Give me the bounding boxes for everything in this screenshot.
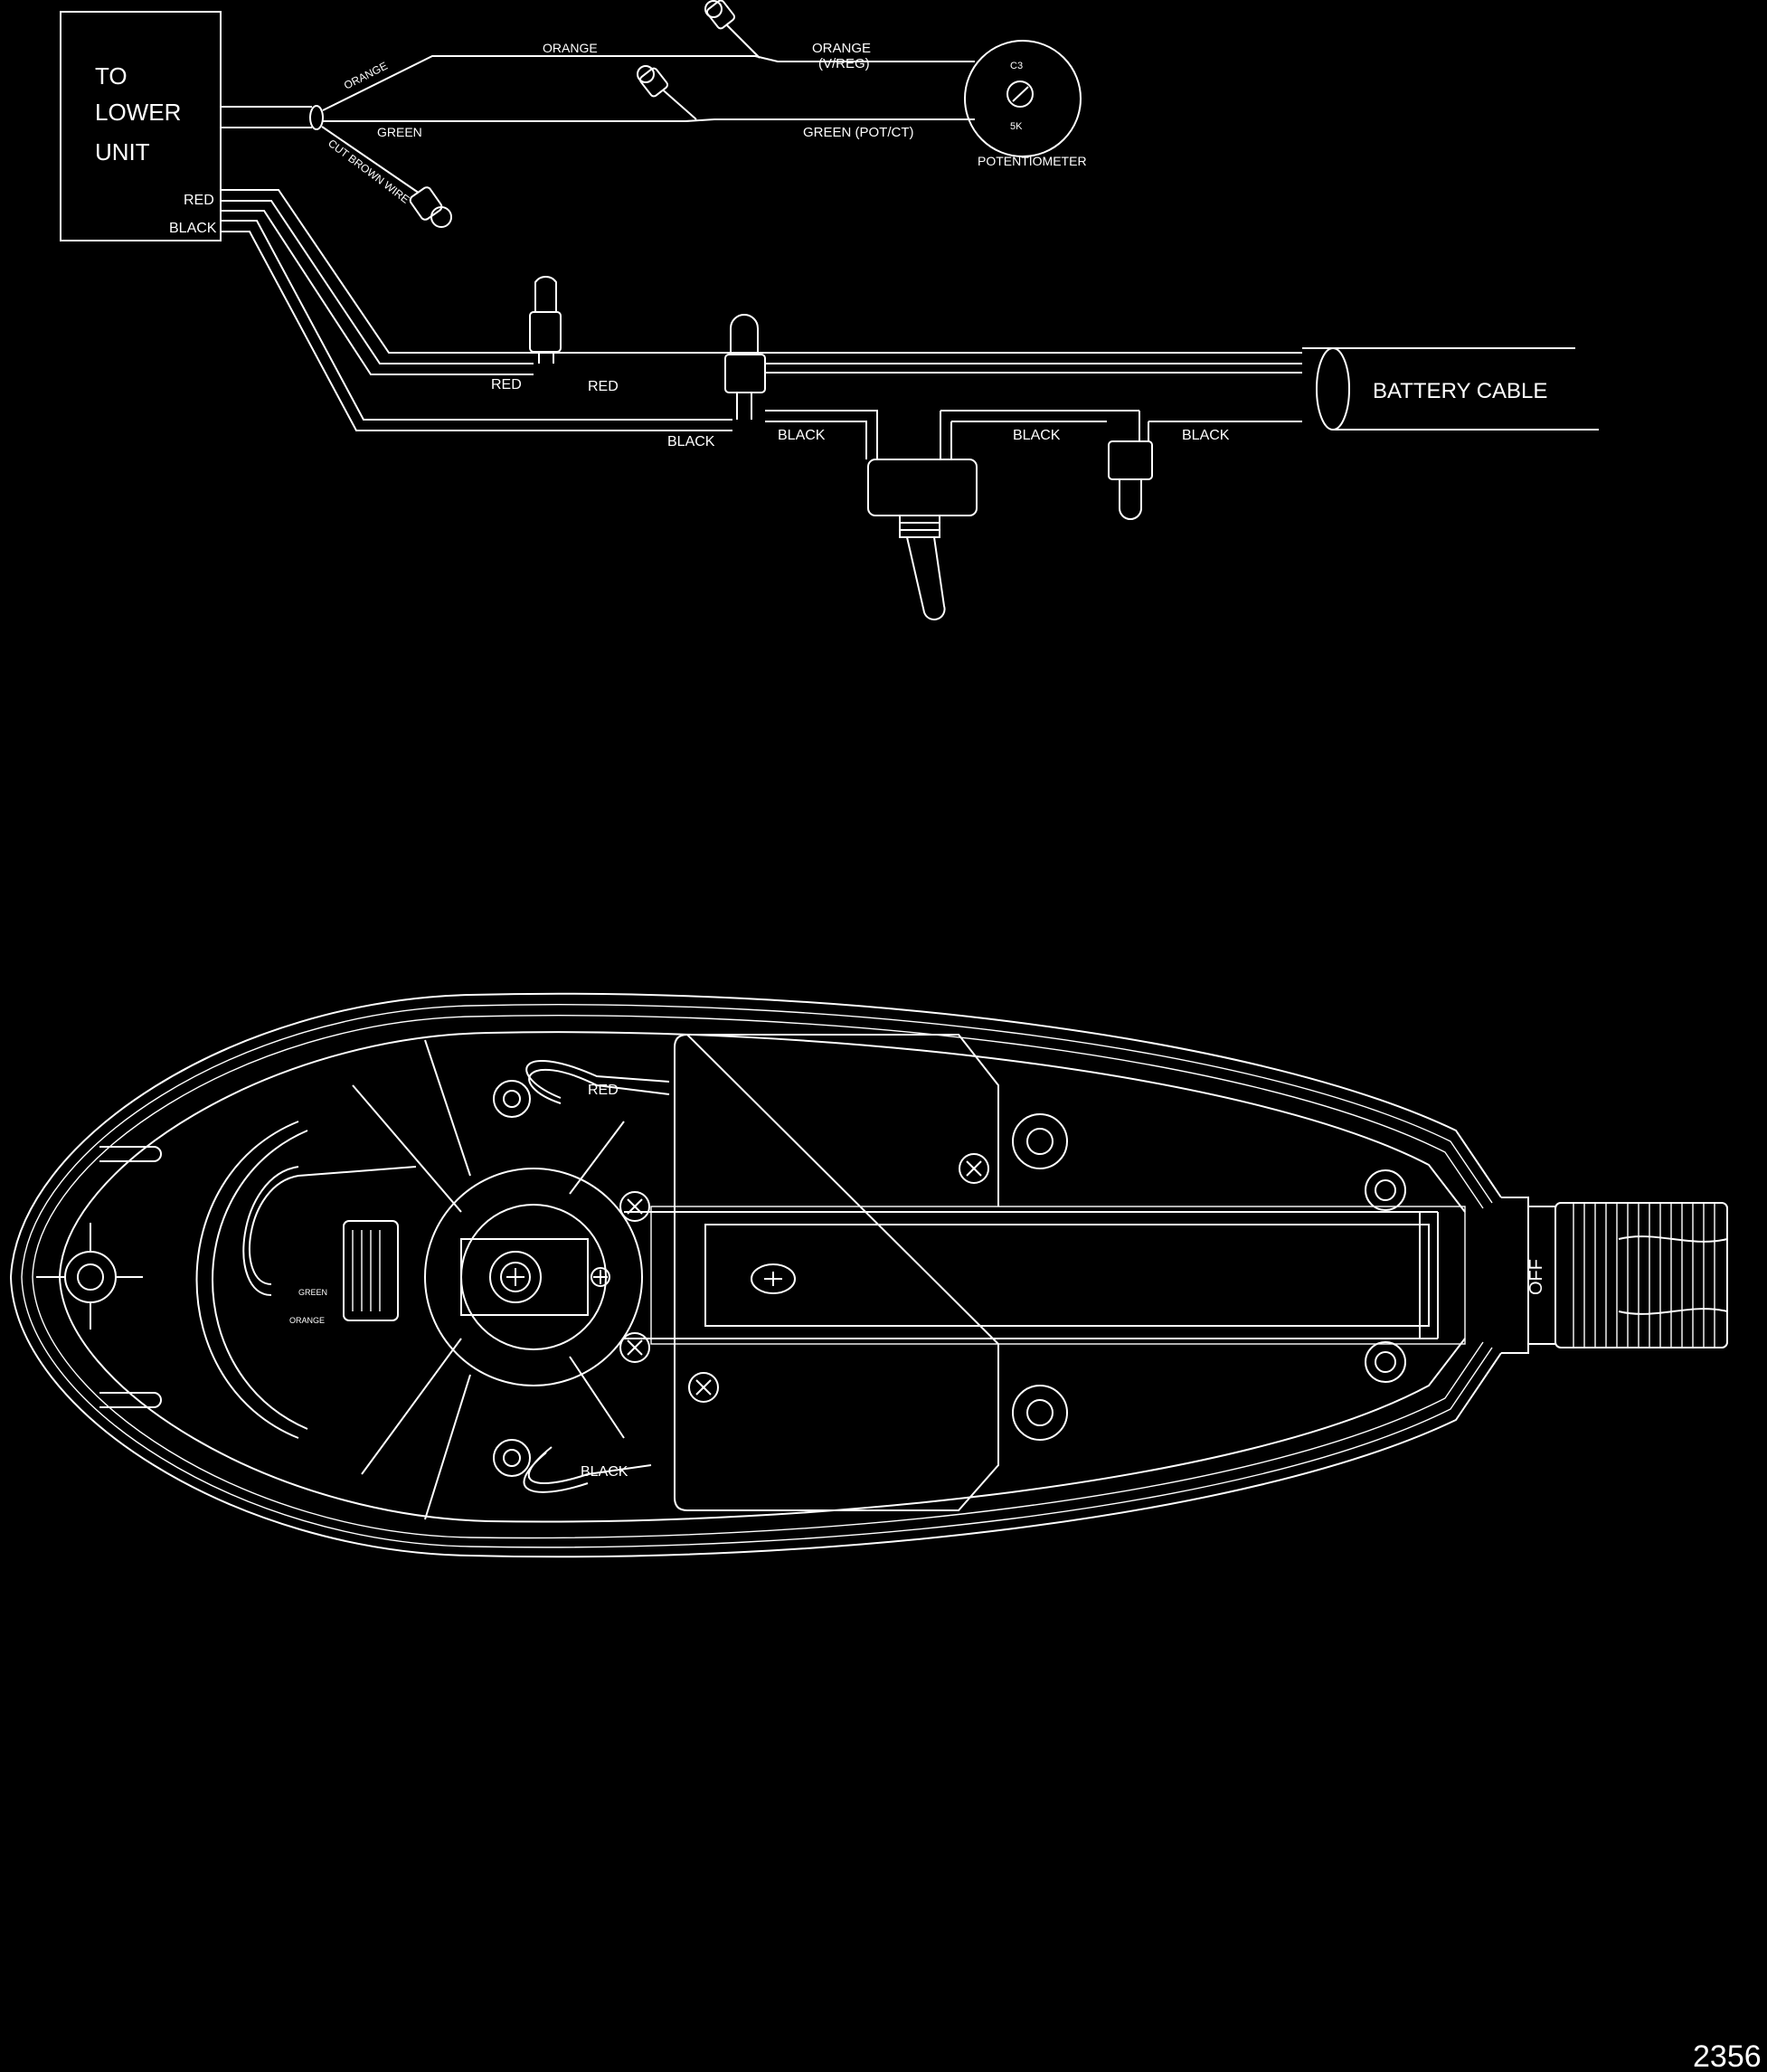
potentiometer: C3 5K: [964, 40, 1082, 157]
head-shell-2: [21, 1004, 1493, 1548]
black-wire-bundle: [221, 220, 732, 431]
slot-bottom: [99, 1392, 162, 1408]
figure-number: 2356: [1693, 2039, 1762, 2072]
head-orange-label: ORANGE: [289, 1316, 325, 1325]
green-potct-label: GREEN (POT/CT): [803, 125, 914, 140]
head-black-label: BLACK: [581, 1464, 628, 1480]
black-4-label: BLACK: [1182, 428, 1230, 443]
tail-grip-inner: [1618, 1235, 1728, 1315]
phillips-screw-1: [959, 1153, 989, 1184]
inner-arc: [195, 1121, 308, 1439]
orange-top-label: ORANGE: [543, 41, 598, 55]
cut-brown-connector: [409, 186, 452, 228]
lower-unit-red-label: RED: [184, 193, 214, 208]
potentiometer-5k: 5K: [1010, 121, 1023, 132]
battery-cable: [1302, 347, 1599, 430]
wire-loop-black: [523, 1446, 652, 1493]
screw-bottom-2: [1012, 1385, 1068, 1441]
trunk-lines: [765, 363, 1302, 459]
screw-top-2: [1012, 1113, 1068, 1169]
black-ground-connector: [1108, 411, 1302, 520]
black-3-label: BLACK: [1013, 428, 1061, 443]
black-junction-connector: [724, 314, 766, 420]
shaft-housing-inner: [650, 1206, 1466, 1345]
orange-connector: [704, 0, 761, 59]
phillips-screw-5: [591, 1267, 610, 1287]
green-wire: [323, 118, 975, 122]
wiring-schematic: TO LOWER UNIT RED BLACK ORANGE ORANGE OR…: [60, 0, 1599, 621]
red-connector: [529, 276, 562, 364]
cable-split-ring: [309, 105, 324, 130]
green-connector: [637, 65, 697, 120]
screw-top-3: [1365, 1169, 1406, 1211]
green-wire-label: GREEN: [377, 125, 422, 139]
red-left-label: RED: [491, 377, 522, 393]
off-label: OFF: [1526, 1259, 1546, 1295]
orange-vreg-label-1: ORANGE: [812, 41, 871, 56]
motor-inner: [460, 1204, 607, 1350]
potentiometer-c3: C3: [1010, 61, 1023, 71]
phillips-screw-4: [619, 1332, 650, 1363]
shaft-center-screw: [751, 1263, 796, 1294]
head-green-label: GREEN: [298, 1288, 327, 1297]
wire-loop-red: [525, 1060, 670, 1104]
green-orange-wires: [242, 1166, 417, 1296]
motor-outer: [424, 1168, 643, 1386]
screw-bottom-3: [1365, 1341, 1406, 1383]
screw-top-1: [493, 1080, 531, 1118]
red-wire-bundle: [221, 189, 1302, 375]
tail-grip-ridges: [1573, 1203, 1715, 1348]
head-outer-shell: [9, 992, 1502, 1558]
lower-unit-box: [60, 11, 222, 241]
motor-bearing: [489, 1251, 542, 1303]
head-red-label: RED: [588, 1083, 619, 1098]
toggle-switch: [867, 410, 1139, 621]
orange-wire-label: ORANGE: [342, 60, 390, 92]
lower-unit-label-3: UNIT: [95, 138, 150, 166]
phillips-screw-2: [688, 1372, 719, 1403]
battery-compartment: [674, 1033, 999, 1511]
potentiometer-knob: [1006, 80, 1034, 108]
shaft-rails: [624, 1211, 1439, 1339]
cut-brown-wire: [321, 126, 426, 198]
lower-unit-label-1: TO: [95, 62, 128, 90]
black-1-label: BLACK: [667, 434, 715, 449]
motor-spokes: [352, 1039, 625, 1520]
upper-cable: [221, 106, 312, 128]
orange-wire: [322, 55, 975, 111]
black-2-label: BLACK: [778, 428, 826, 443]
lower-unit-black-label: BLACK: [169, 221, 217, 236]
head-shell-3: [32, 1015, 1484, 1539]
cut-brown-wire-label: CUT BROWN WIRE: [326, 137, 411, 205]
potentiometer-label: POTENTIOMETER: [978, 154, 1087, 168]
phillips-screw-3: [619, 1191, 650, 1222]
motor-clamp: [460, 1238, 589, 1316]
shaft-housing: [704, 1224, 1430, 1327]
red-right-label: RED: [588, 379, 619, 394]
switch-block: [343, 1220, 399, 1321]
lower-unit-label-2: LOWER: [95, 99, 181, 126]
slot-top: [99, 1146, 162, 1162]
screw-bottom-1: [493, 1439, 531, 1477]
head-inner-shell: [58, 1031, 1466, 1523]
battery-cable-label: BATTERY CABLE: [1373, 379, 1547, 403]
tail-grip: [1554, 1202, 1728, 1348]
control-head: OFF RED BLACK GREEN ORANGE: [9, 992, 1728, 1558]
orange-vreg-label-2: (V/REG): [818, 56, 870, 71]
screw-left: [36, 1223, 143, 1329]
